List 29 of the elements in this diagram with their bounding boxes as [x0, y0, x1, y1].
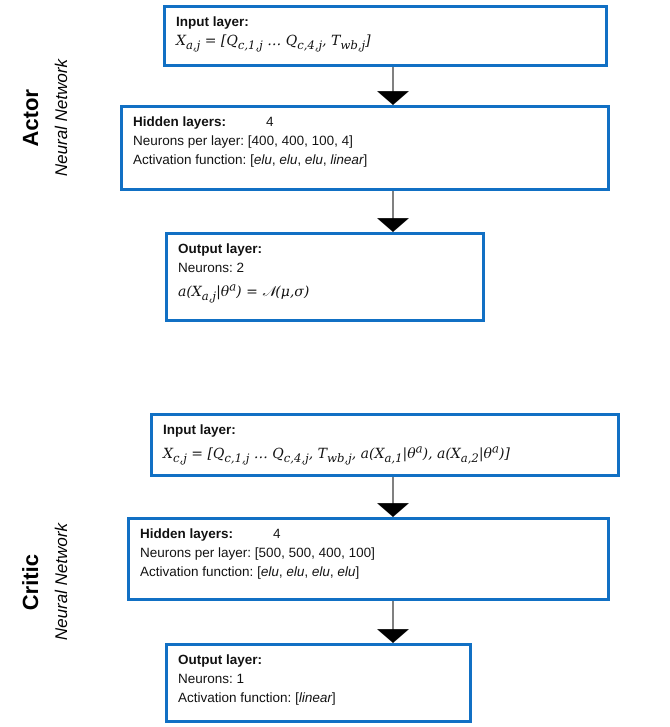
layer-text: Neurons per layer: [500, 500, 400, 100] — [140, 545, 375, 560]
layer-box — [165, 232, 485, 322]
layer-heading: Input layer: — [176, 14, 249, 29]
layer-heading: Output layer: — [178, 652, 262, 667]
layer-text: Neurons: 1 — [178, 671, 244, 686]
layer-text: Activation function: [linear] — [178, 690, 336, 705]
layer-heading: Hidden layers: — [140, 526, 234, 541]
section-subtitle: Neural Network — [52, 59, 72, 177]
layer-box — [165, 643, 472, 723]
layer-text: Activation function: [elu, elu, elu, linear] — [133, 152, 368, 167]
arrow — [377, 190, 409, 232]
arrow — [377, 66, 409, 106]
arrow — [377, 476, 409, 518]
arrow — [377, 600, 409, 644]
layer-text: 4 — [273, 526, 281, 541]
layer-heading: Input layer: — [163, 422, 236, 437]
section-title: Critic — [18, 554, 44, 610]
layer-box — [163, 5, 608, 67]
layer-text: 4 — [266, 114, 274, 129]
section-subtitle: Neural Network — [52, 523, 72, 641]
layer-text: Neurons: 2 — [178, 260, 244, 275]
layer-box — [150, 413, 620, 477]
layer-heading: Hidden layers: — [133, 114, 226, 129]
section-title: Actor — [18, 89, 44, 147]
layer-text: Neurons per layer: [400, 400, 100, 4] — [133, 133, 353, 148]
layer-text: Activation function: [elu, elu, elu, elu] — [140, 564, 360, 579]
layer-box — [127, 517, 610, 601]
layer-box — [120, 105, 610, 191]
layer-heading: Output layer: — [178, 241, 262, 256]
